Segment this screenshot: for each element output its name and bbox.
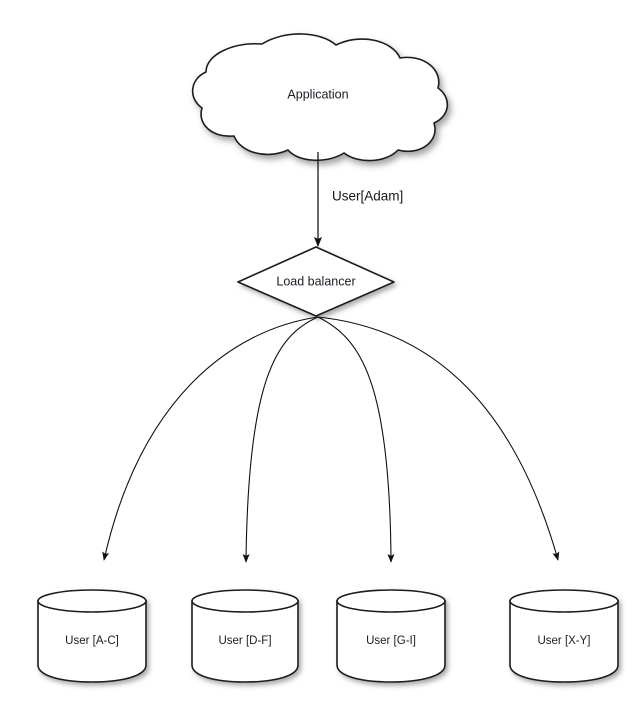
application-label: Application	[287, 87, 348, 101]
node-db-2[interactable]: User [G-I]	[336, 589, 446, 683]
node-load-balancer[interactable]: Load balancer	[237, 246, 395, 317]
arrow-balancer-to-db-3	[317, 316, 560, 561]
node-application[interactable]: Application	[191, 33, 449, 162]
edge-balancer-to-db-1[interactable]	[242, 316, 319, 563]
cloud-shape	[191, 33, 449, 162]
cylinder-shape	[509, 589, 619, 683]
cylinder-shape	[37, 589, 147, 683]
arrow-balancer-to-db-0	[102, 316, 319, 561]
cylinder-shape	[191, 589, 299, 683]
db-3-label: User [X-Y]	[537, 635, 590, 647]
arrow-balancer-to-db-1	[242, 316, 319, 563]
arrow-balancer-to-db-2	[317, 316, 395, 563]
db-2-label: User [G-I]	[366, 635, 416, 647]
edge-balancer-to-db-2[interactable]	[317, 316, 395, 563]
db-0-label: User [A-C]	[65, 635, 119, 647]
cylinder-shape	[336, 589, 446, 683]
node-db-0[interactable]: User [A-C]	[37, 589, 147, 683]
node-db-1[interactable]: User [D-F]	[191, 589, 299, 683]
load-balancer-label: Load balancer	[276, 274, 355, 288]
node-db-3[interactable]: User [X-Y]	[509, 589, 619, 683]
edge-balancer-to-db-3[interactable]	[317, 316, 560, 561]
edge-application-to-balancer[interactable]: User[Adam]	[314, 152, 403, 248]
db-1-label: User [D-F]	[218, 635, 271, 647]
edge-label-user-adam: User[Adam]	[332, 189, 403, 204]
diamond-shape	[237, 246, 395, 317]
edge-balancer-to-db-0[interactable]	[102, 316, 319, 561]
